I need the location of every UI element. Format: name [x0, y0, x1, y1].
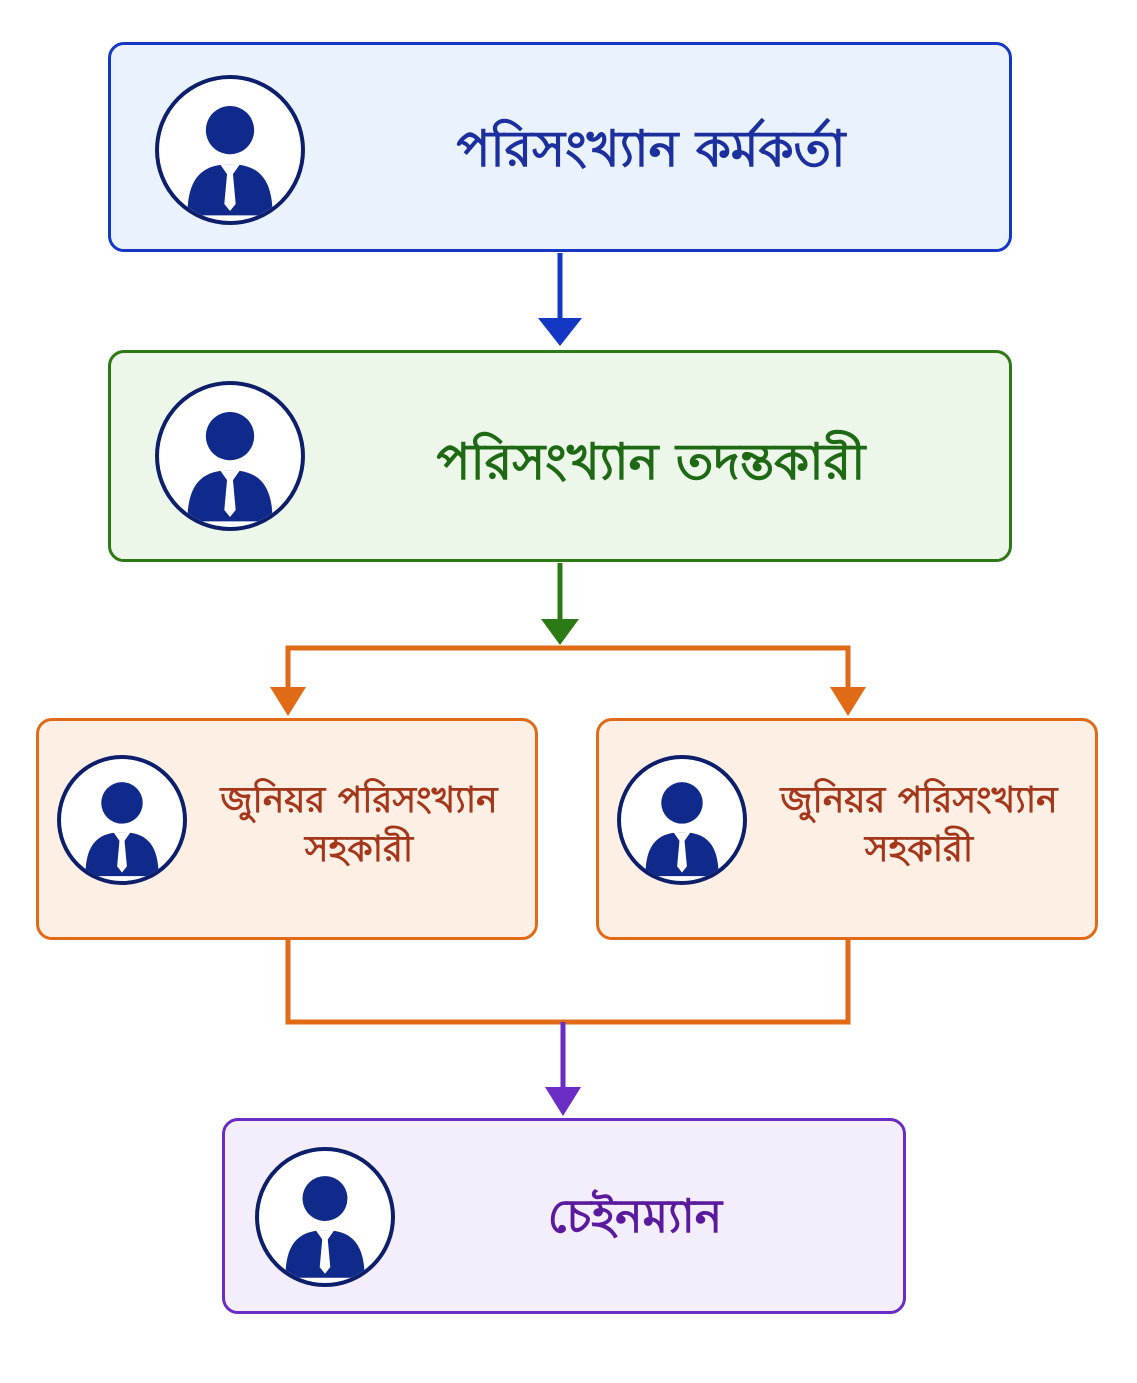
node-junior-left-title-line1: জুনিয়র পরিসংখ্যান	[220, 780, 498, 822]
node-junior-right-title-line2: সহকারী	[864, 829, 974, 870]
node-officer: পরিসংখ্যান কর্মকর্তা	[108, 42, 1012, 252]
node-officer-title: পরিসংখ্যান কর্মকর্তা	[456, 120, 846, 179]
node-junior-assistant-right: জুনিয়র পরিসংখ্যান সহকারী	[596, 718, 1098, 940]
person-icon	[617, 755, 747, 885]
branch-to-juniors	[270, 645, 866, 716]
node-chainman: চেইনম্যান	[222, 1118, 906, 1314]
node-investigator-title: পরিসংখ্যান তদন্তকারী	[436, 433, 866, 492]
node-junior-right-title: জুনিয়র পরিসংখ্যান সহকারী	[749, 761, 1089, 891]
arrow-investigator-to-junction	[541, 563, 579, 645]
person-icon	[155, 75, 305, 225]
arrow-officer-to-investigator	[538, 253, 582, 346]
node-chainman-title: চেইনম্যান	[547, 1188, 723, 1243]
person-icon	[255, 1147, 395, 1287]
node-investigator: পরিসংখ্যান তদন্তকারী	[108, 350, 1012, 562]
node-junior-left-title-line2: সহকারী	[304, 829, 414, 870]
node-junior-assistant-left: জুনিয়র পরিসংখ্যান সহকারী	[36, 718, 538, 940]
arrow-junction-to-chainman	[545, 1022, 581, 1116]
person-icon	[155, 381, 305, 531]
node-junior-right-title-line1: জুনিয়র পরিসংখ্যান	[780, 780, 1058, 822]
node-junior-left-title: জুনিয়র পরিসংখ্যান সহকারী	[189, 761, 529, 891]
person-icon	[57, 755, 187, 885]
merge-from-juniors	[285, 940, 851, 1025]
